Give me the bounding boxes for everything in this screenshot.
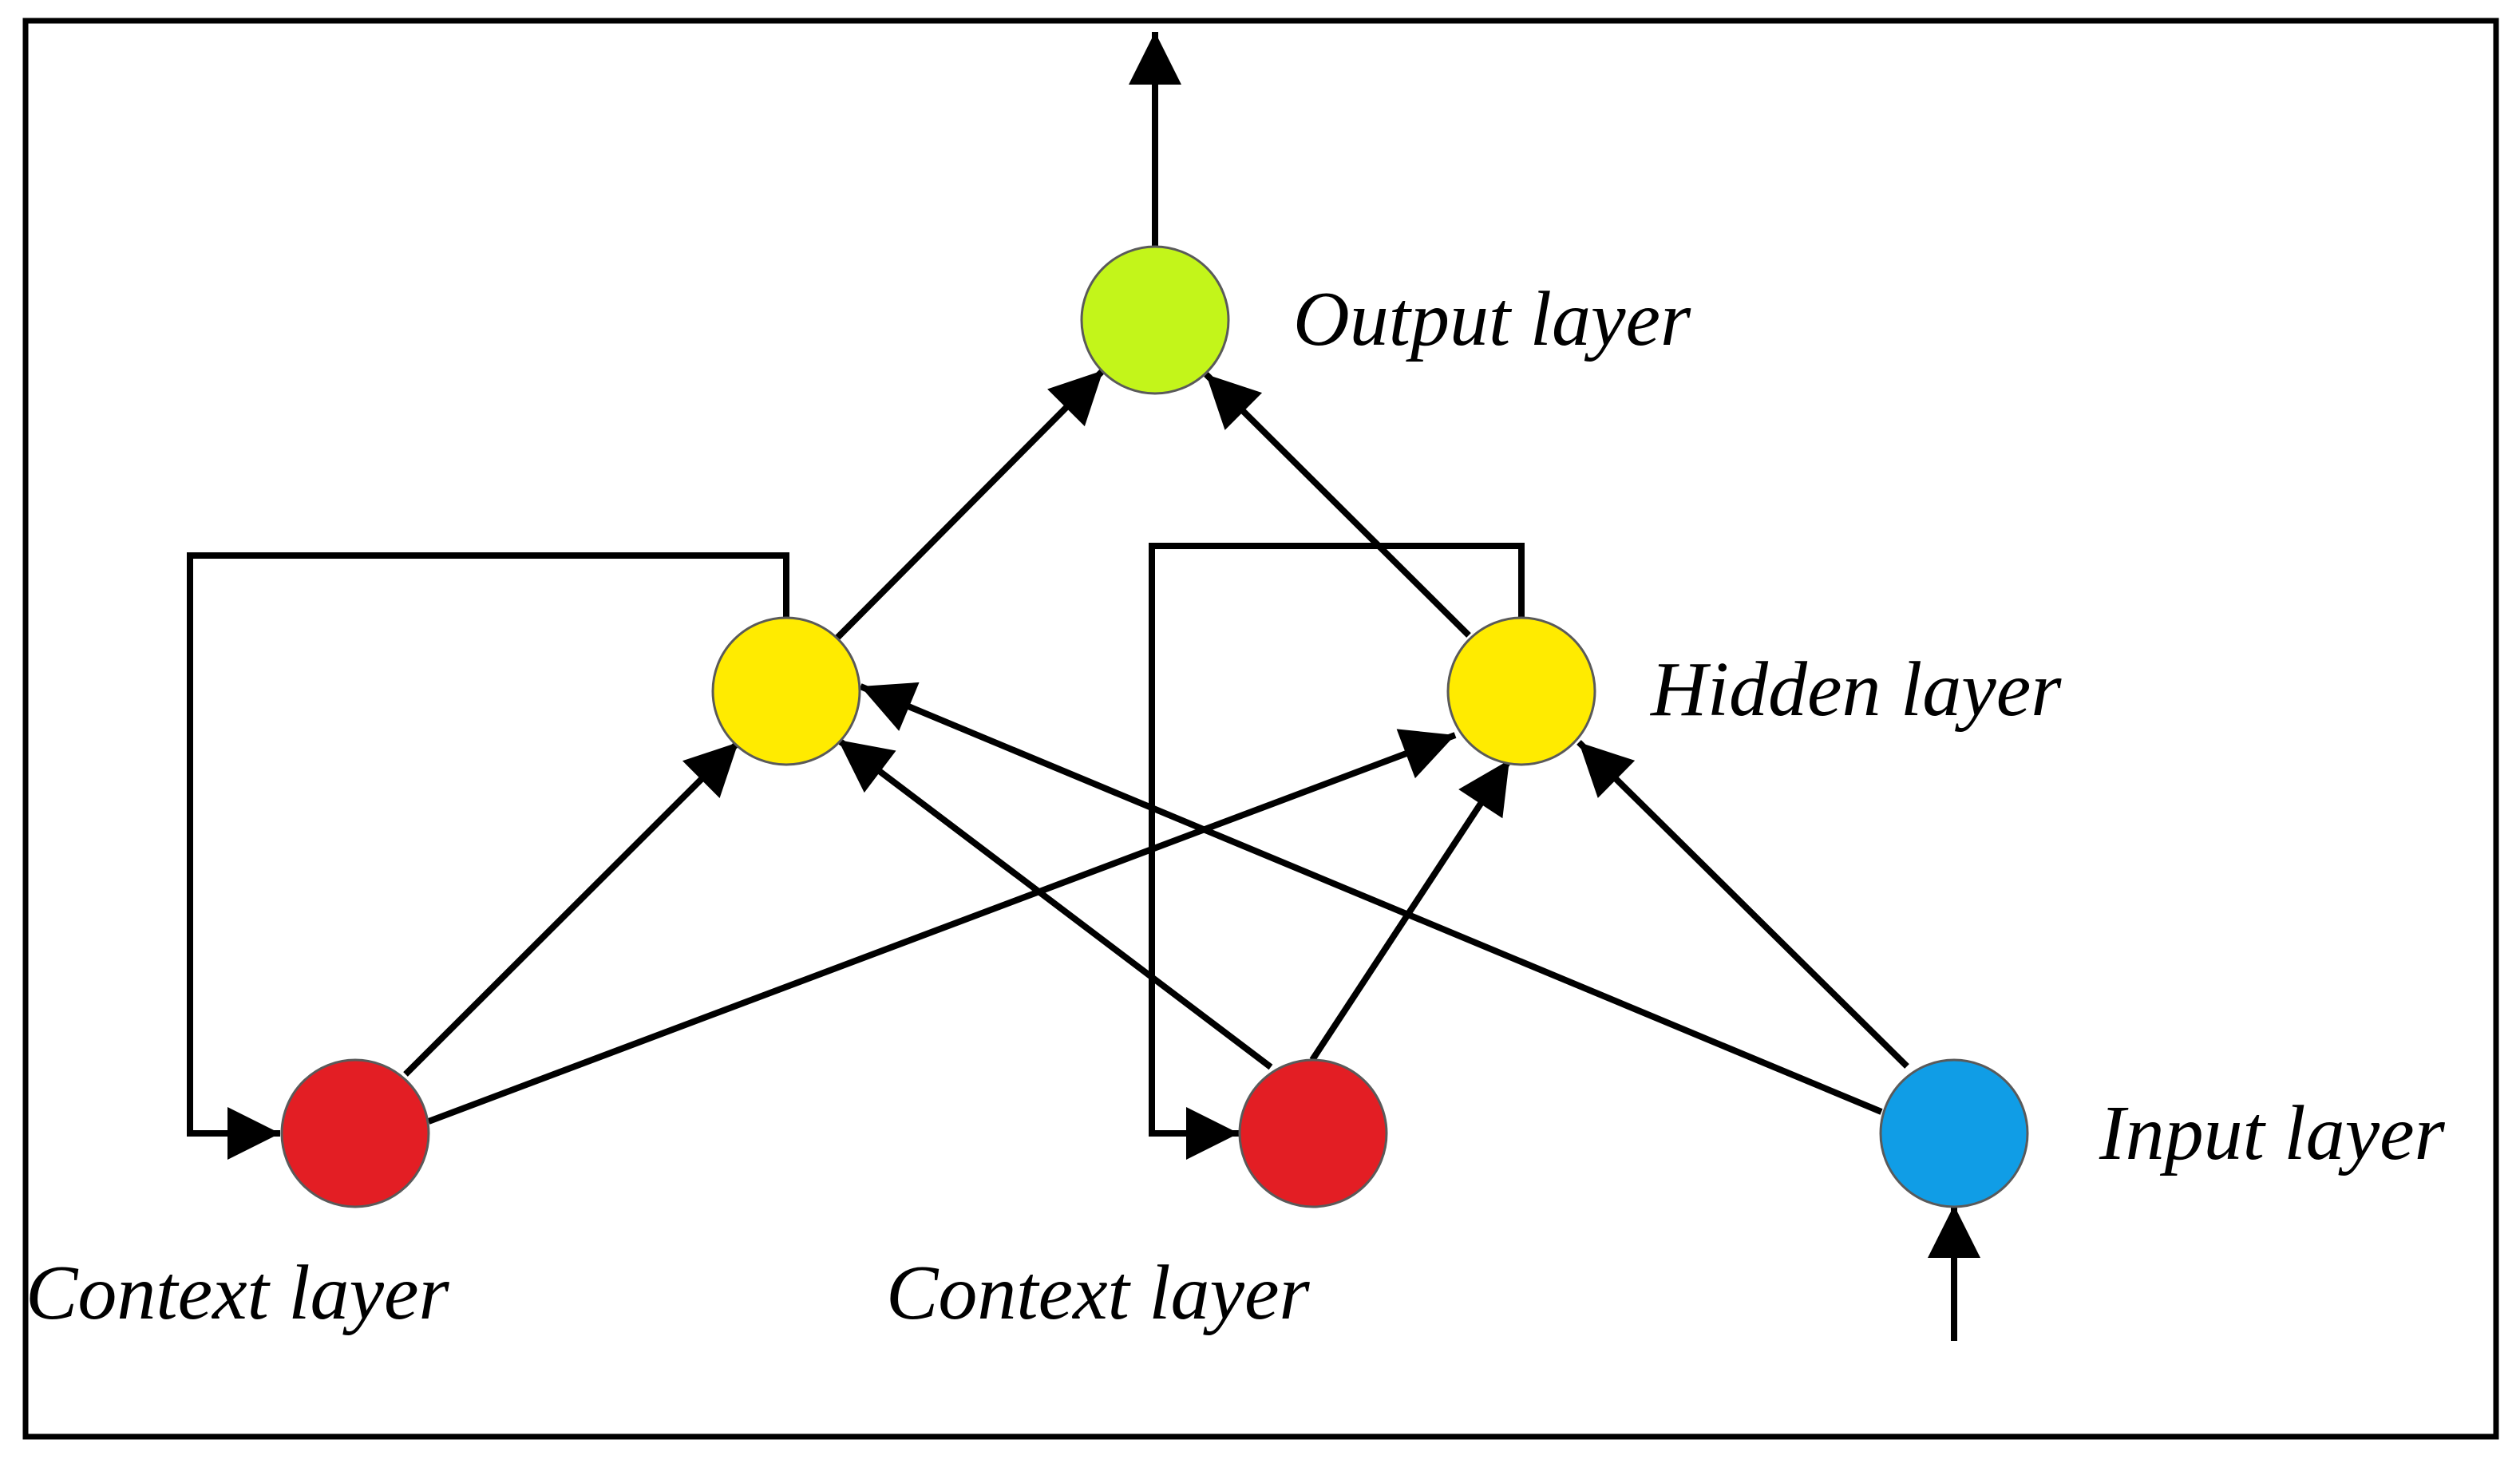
input-layer-label: Input layer [2099,1090,2446,1176]
context-node-left [280,1058,430,1208]
figure-frame [22,18,2499,1440]
hidden-node-right [1446,616,1596,766]
edge-context-left-to-hidden-right [427,729,1457,1125]
edge-context-right-to-hidden-right [1309,757,1513,1062]
edge-context-right-to-hidden-left [836,737,1273,1070]
edge-hidden-left-to-output [832,368,1106,643]
edges [403,368,1909,1125]
context-layer-label-left: Context layer [26,1250,450,1336]
input-node [1879,1058,2029,1208]
output-layer-label: Output layer [1293,276,1691,362]
recurrent-loop-left [187,552,789,1160]
recurrent-loop-right [1149,543,1525,1160]
hidden-node-left [711,616,861,766]
context-node-right [1238,1058,1388,1208]
edge-context-left-to-hidden-left [403,740,741,1077]
output-node [1080,245,1230,395]
context-layer-label-right: Context layer [886,1250,1311,1336]
edge-input-to-hidden-left [859,682,1883,1115]
edge-input-to-hidden-right [1576,740,1909,1069]
edge-hidden-right-to-output [1204,372,1471,638]
hidden-layer-label: Hidden layer [1649,646,2062,733]
